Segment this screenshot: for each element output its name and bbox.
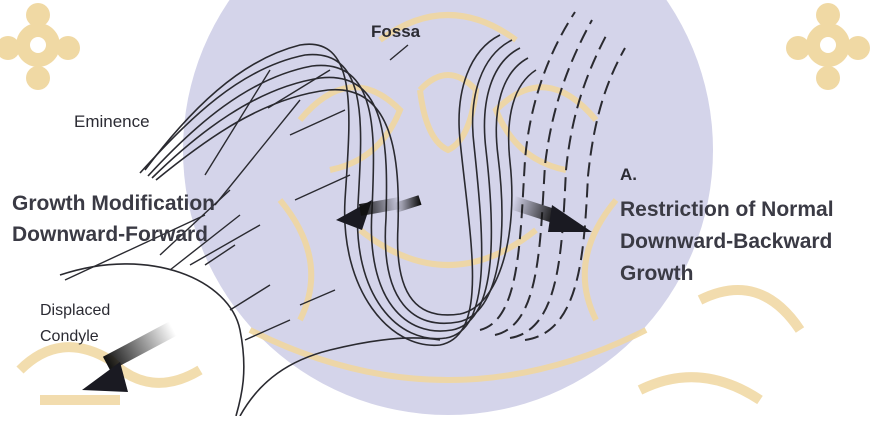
label-restriction-2: Downward-Backward xyxy=(620,227,832,257)
label-fossa: Fossa xyxy=(371,22,420,42)
label-eminence: Eminence xyxy=(74,112,150,132)
watermark-flower-left xyxy=(0,3,80,90)
label-displaced-condyle-1: Displaced xyxy=(40,299,110,323)
label-restriction-1: Restriction of Normal xyxy=(620,195,834,225)
label-panel-letter: A. xyxy=(620,165,637,185)
watermark-flower-right xyxy=(786,3,870,90)
label-restriction-3: Growth xyxy=(620,259,694,289)
label-growth-modification-1: Growth Modification xyxy=(12,189,215,219)
label-displaced-condyle-2: Condyle xyxy=(40,325,99,349)
label-growth-modification-2: Downward-Forward xyxy=(12,220,208,250)
